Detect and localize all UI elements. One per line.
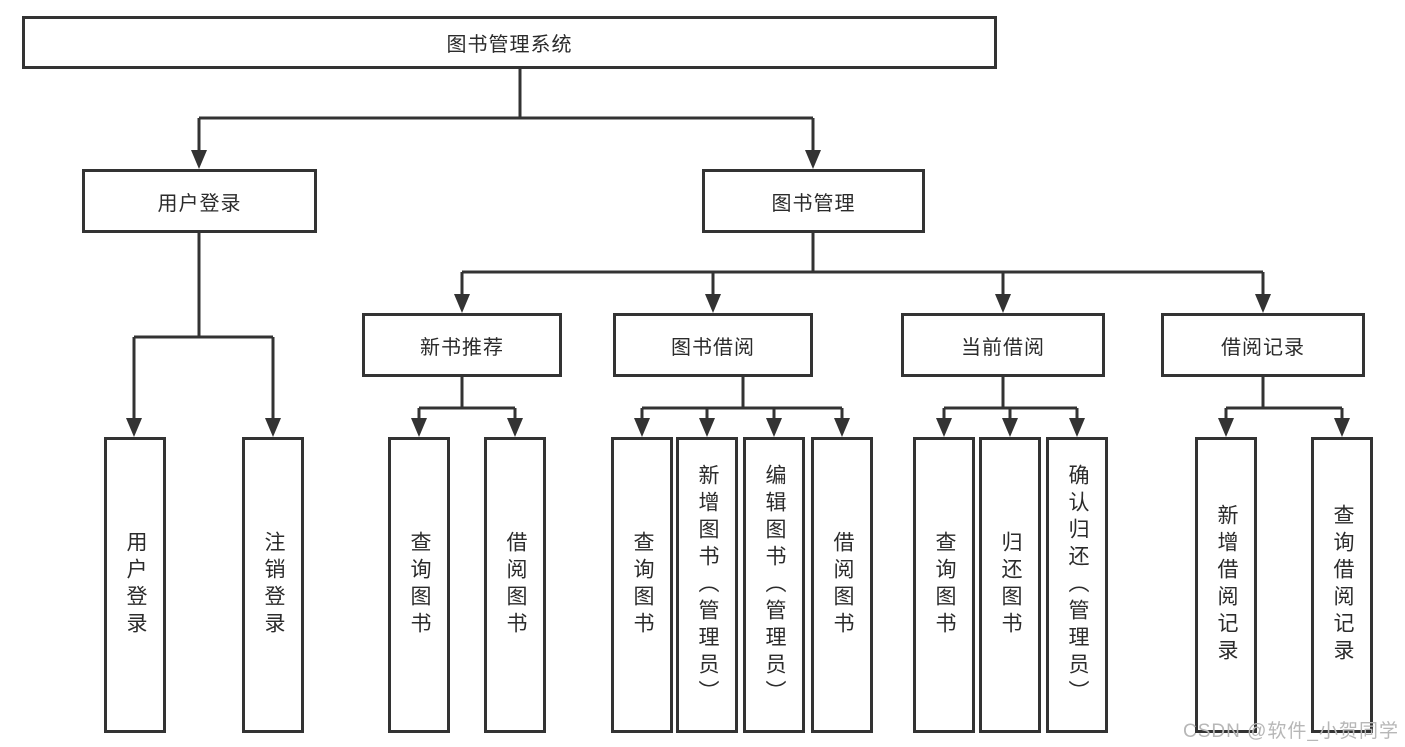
arrowheads [126,150,1350,437]
leaf-rec-borrow-books: 借阅图书 [484,437,546,733]
leaf-borrow-edit-books-admin: 编辑图书（管理员） [743,437,805,733]
root-box: 图书管理系统 [22,16,997,69]
leaf-current-confirm-return-admin: 确认归还（管理员） [1046,437,1108,733]
leaf-borrow-add-books-admin: 新增图书（管理员） [676,437,738,733]
branch-book-borrowing: 图书借阅 [613,313,813,377]
leaf-records-add-record: 新增借阅记录 [1195,437,1257,733]
leaf-current-query-books: 查询图书 [913,437,975,733]
leaf-logout-login: 注销登录 [242,437,304,733]
branch-new-book-recommendation: 新书推荐 [362,313,562,377]
leaf-borrow-query-books: 查询图书 [611,437,673,733]
leaf-records-query-record: 查询借阅记录 [1311,437,1373,733]
branch-borrowing-records: 借阅记录 [1161,313,1365,377]
leaf-current-return-books: 归还图书 [979,437,1041,733]
branch-user-login: 用户登录 [82,169,317,233]
csdn-watermark: CSDN @软件_小贺同学 [1183,721,1399,742]
leaf-rec-query-books: 查询图书 [388,437,450,733]
leaf-user-login: 用户登录 [104,437,166,733]
leaf-borrow-lend-books: 借阅图书 [811,437,873,733]
branch-current-borrowing: 当前借阅 [901,313,1105,377]
branch-book-management: 图书管理 [702,169,925,233]
